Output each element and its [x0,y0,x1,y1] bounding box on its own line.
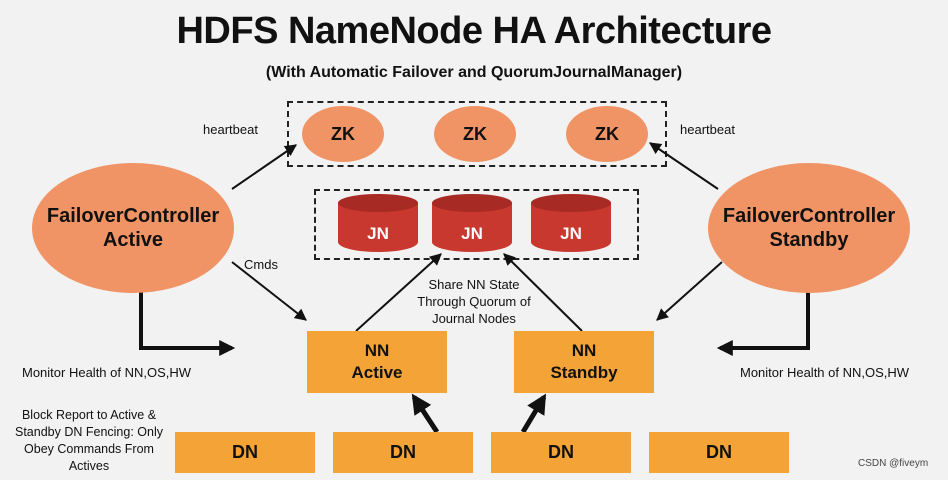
monitor-arrow-left [139,288,236,356]
journal-node-cylinder-3 [531,194,611,252]
block-report-label: Block Report to Active & Standby DN Fenc… [4,407,174,475]
share-state-line2: Through Quorum of [417,294,531,309]
zookeeper-node-3: ZK [566,106,648,162]
failover-controller-standby-line2: Standby [769,229,849,251]
nn-standby-to-jn-arrow [503,253,583,332]
failover-controller-standby: FailoverController Standby [708,163,910,293]
monitor-health-label-left: Monitor Health of NN,OS,HW [22,365,192,380]
cmds-arrow-standby [656,261,723,321]
journal-node-label-2: JN [461,224,483,243]
diagram-subtitle: (With Automatic Failover and QuorumJourn… [265,64,683,81]
share-state-line1: Share NN State [428,277,520,292]
block-report-line3: Obey Commands From [24,442,154,456]
share-state-label: Share NN State Through Quorum of Journal… [404,276,544,327]
heartbeat-label-right: heartbeat [680,122,735,137]
datanode-3: DN [491,432,631,473]
cmds-arrow-active [231,261,307,321]
failover-controller-active: FailoverController Active [32,163,234,293]
datanode-2: DN [333,432,473,473]
nn-active-to-jn-arrow [355,253,442,332]
failover-controller-standby-line1: FailoverController [722,205,896,227]
dn-to-nn-active-arrow [411,393,440,434]
datanode-1: DN [175,432,315,473]
block-report-line4: Actives [68,459,110,473]
failover-controller-active-line2: Active [102,229,164,251]
heartbeat-arrow-right [649,142,719,190]
journal-node-cylinder-2 [432,194,512,252]
diagram-title: HDFS NameNode HA Architecture [176,10,772,52]
zookeeper-group [287,101,667,167]
dn-to-nn-standby-arrow [520,393,547,434]
namenode-active: NN Active [307,331,447,393]
cmds-label: Cmds [244,257,278,272]
journal-node-group [314,189,639,260]
block-report-line1: Block Report to Active & [21,408,157,422]
heartbeat-label-left: heartbeat [203,122,258,137]
monitor-health-label-right: Monitor Health of NN,OS,HW [740,365,910,380]
zookeeper-node-1: ZK [302,106,384,162]
journal-node-cylinder-1 [338,194,418,252]
zookeeper-node-2: ZK [434,106,516,162]
watermark: CSDN @fiveym [858,458,929,469]
namenode-standby-line1: NN [571,341,597,360]
monitor-arrow-right [716,288,810,356]
namenode-active-line1: NN [364,341,390,360]
journal-node-label-1: JN [367,224,389,243]
namenode-standby-line2: Standby [550,363,618,382]
heartbeat-arrow-left [231,144,297,190]
datanode-4: DN [649,432,789,473]
journal-node-label-3: JN [560,224,582,243]
share-state-line3: Journal Nodes [432,311,516,326]
block-report-line2: Standby DN Fencing: Only [15,425,163,439]
failover-controller-active-line1: FailoverController [46,205,220,227]
namenode-active-line2: Active [351,363,403,382]
namenode-standby: NN Standby [514,331,654,393]
